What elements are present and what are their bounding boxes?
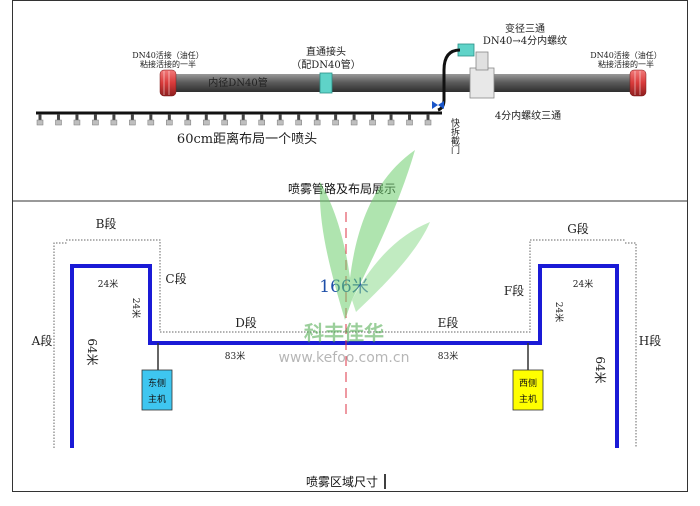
- nozzle-icon: [295, 114, 302, 126]
- watermark-brand: 科丰佳华: [304, 321, 384, 345]
- nozzle-icon: [147, 114, 155, 126]
- straight-joint-label-2: （配DN40管）: [291, 58, 361, 71]
- left-fitting-label-2: 粘接活接的一半: [140, 59, 196, 69]
- nozzle-icon: [387, 114, 395, 126]
- bottom-panel: 东侧 主机 西侧 主机 A段 B段 C段 D段 E段 F段 G段 H段 24米 …: [31, 212, 661, 489]
- right-fitting-label-2: 粘接活接的一半: [598, 59, 654, 69]
- segment-a-label: A段: [31, 333, 53, 348]
- east-host[interactable]: 东侧 主机: [141, 369, 173, 411]
- nozzle-icon: [239, 114, 247, 126]
- west-host-line1: 西侧: [519, 377, 537, 389]
- straight-joint-label-1: 直通接头: [306, 45, 346, 58]
- west-host-line2: 主机: [519, 393, 537, 405]
- nozzle-icon: [92, 114, 99, 126]
- nozzle-row: [36, 114, 432, 126]
- spray-pipe-layout: [70, 264, 619, 448]
- pipe-label: 内径DN40管: [208, 76, 268, 89]
- feed-hose: [437, 48, 461, 112]
- nozzle-icon: [184, 114, 192, 126]
- segment-c-label: C段: [165, 271, 186, 286]
- nozzle-icon: [406, 114, 413, 126]
- nozzle-icon: [73, 114, 81, 126]
- right-union-fitting: [629, 69, 647, 97]
- quick-valve-icon: [432, 101, 444, 109]
- segment-b-label: B段: [96, 216, 117, 231]
- straight-joint: [319, 72, 333, 94]
- top-panel: DN40活接（油任） 粘接活接的一半 DN40活接（油任） 粘接活接的一半 直通…: [36, 22, 662, 196]
- leaf-logo-sprout-icon: [352, 222, 430, 312]
- right-fitting-label-1: DN40活接（油任）: [590, 50, 662, 60]
- nozzle-icon: [258, 114, 265, 126]
- reducer-tee: [457, 43, 495, 99]
- nozzle-icon: [350, 114, 358, 126]
- segment-h-label: H段: [639, 333, 661, 348]
- nozzle-spacing-label: 60cm距离布局一个喷头: [177, 131, 317, 147]
- boundary-outline: [53, 239, 637, 448]
- east-host-line2: 主机: [148, 393, 166, 405]
- segment-e-label: E段: [438, 315, 459, 330]
- nozzle-icon: [369, 114, 376, 126]
- bottom-caption: 喷雾区域尺寸: [306, 475, 378, 489]
- valve-label: 快拆截门: [449, 117, 460, 155]
- right-vertical-dim: 64米: [593, 356, 607, 383]
- e-length-dim: 83米: [438, 350, 458, 362]
- left-inner-dim: 24米: [130, 298, 142, 318]
- left-vertical-dim: 64米: [85, 338, 99, 365]
- left-union-fitting: [159, 69, 177, 97]
- right-inner-dim: 24米: [553, 302, 565, 322]
- leaf-logo-icon: [319, 150, 415, 320]
- reducer-tee-label-2: DN40→4分内螺纹: [483, 34, 567, 47]
- left-top-dim: 24米: [98, 278, 118, 290]
- small-tee-label: 4分内螺纹三通: [495, 109, 561, 122]
- outer-frame: [12, 0, 688, 492]
- watermark-url: www.kefoo.com.cn: [279, 350, 410, 366]
- nozzle-icon: [203, 114, 210, 126]
- nozzle-icon: [110, 114, 118, 126]
- nozzle-icon: [166, 114, 173, 126]
- nozzle-icon: [36, 114, 44, 126]
- top-caption: 喷雾管路及布局展示: [288, 181, 396, 196]
- segment-g-label: G段: [567, 221, 589, 236]
- west-host[interactable]: 西侧 主机: [512, 369, 544, 411]
- main-pipe: [170, 74, 634, 92]
- watermark: 科丰佳华 www.kefoo.com.cn: [279, 150, 430, 366]
- d-length-dim: 83米: [225, 350, 245, 362]
- right-top-dim: 24米: [573, 278, 593, 290]
- reducer-tee-label-1: 变径三通: [505, 22, 545, 35]
- segment-d-label: D段: [235, 315, 257, 330]
- segment-f-label: F段: [504, 283, 524, 298]
- nozzle-icon: [332, 114, 339, 126]
- left-fitting-label-1: DN40活接（油任）: [132, 50, 204, 60]
- east-host-line1: 东侧: [148, 377, 166, 389]
- nozzle-icon: [424, 114, 432, 126]
- nozzle-icon: [129, 114, 136, 126]
- nozzle-icon: [276, 114, 284, 126]
- nozzle-icon: [313, 114, 321, 126]
- nozzle-icon: [221, 114, 229, 126]
- nozzle-icon: [55, 114, 62, 126]
